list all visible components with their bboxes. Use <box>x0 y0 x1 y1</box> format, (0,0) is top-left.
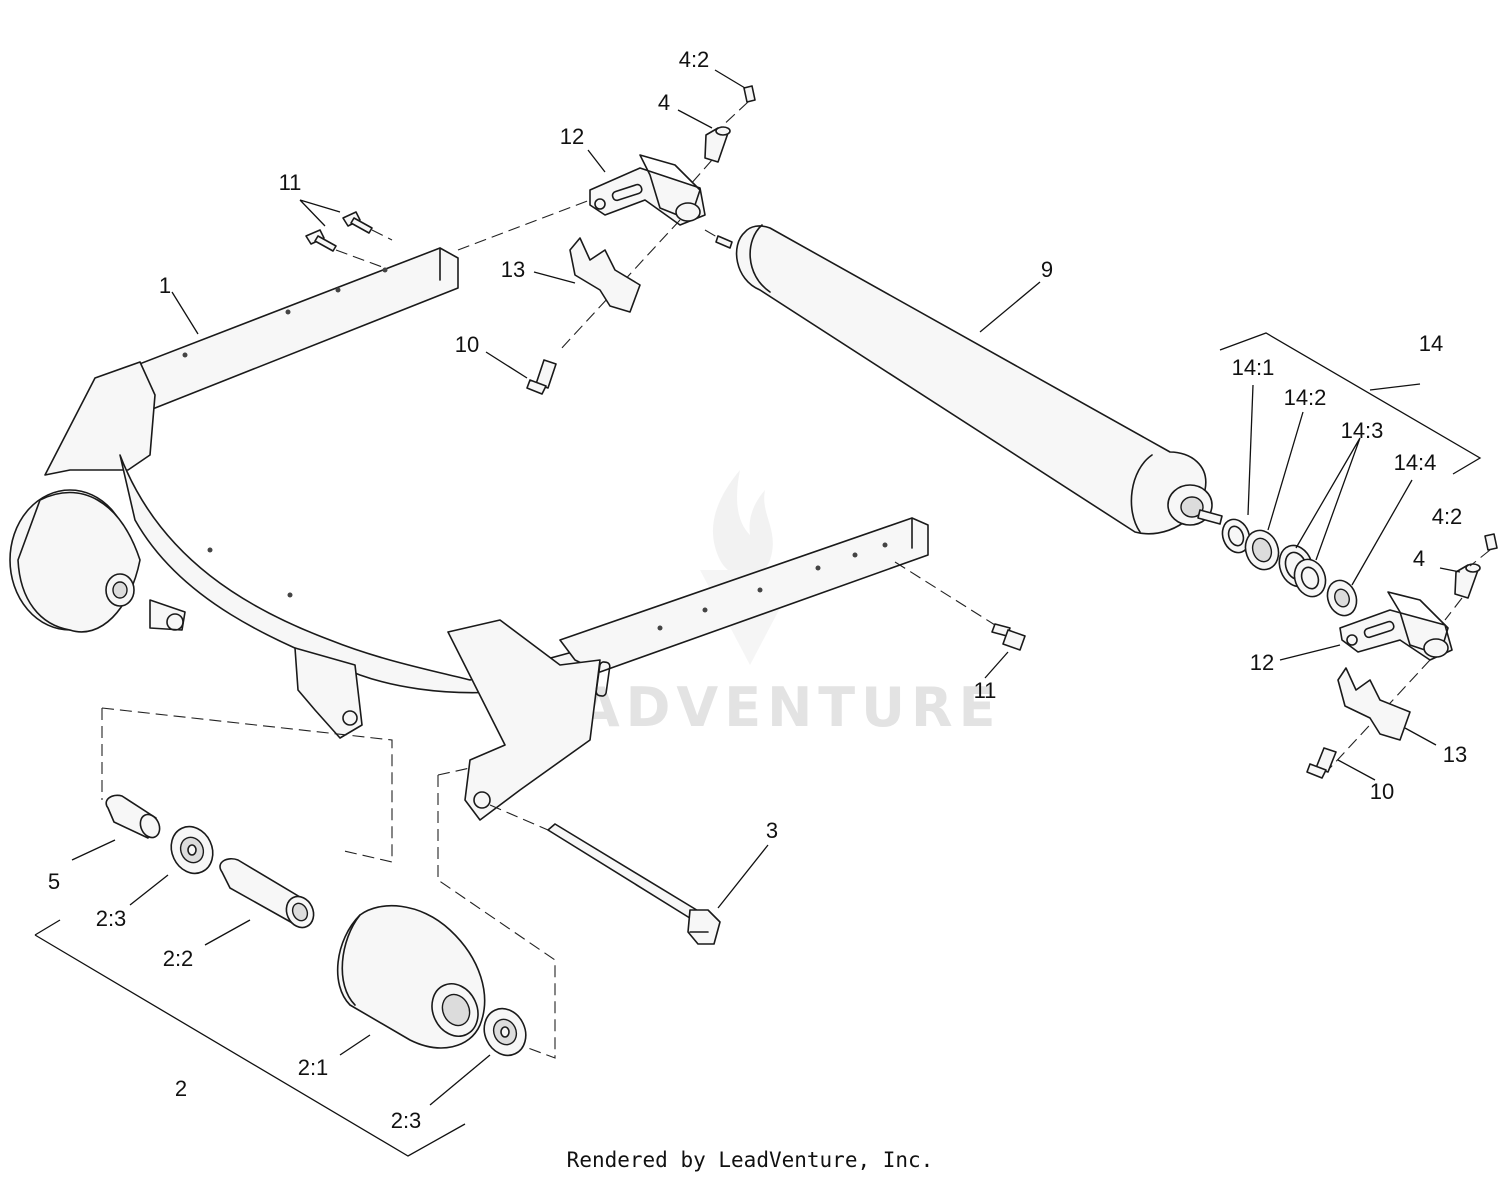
callout-13-upper: 13 <box>501 257 525 282</box>
callout-2-2: 2:2 <box>163 946 194 971</box>
left-roller-wheel <box>9 489 186 633</box>
callout-2-1: 2:1 <box>298 1055 329 1080</box>
seal-part-14-1 <box>1221 518 1251 554</box>
callout-14-3: 14:3 <box>1341 418 1384 443</box>
group-bracket-2 <box>34 934 466 1157</box>
callout-2: 2 <box>175 1076 187 1101</box>
bolt-part-11-lower <box>894 561 1026 651</box>
callout-14-2: 14:2 <box>1284 385 1327 410</box>
spacer-part-5 <box>105 794 161 839</box>
callout-10-upper: 10 <box>455 332 479 357</box>
callout-4-2-lower: 4:2 <box>1432 504 1463 529</box>
callout-3: 3 <box>766 818 778 843</box>
seal-part-14-3 <box>1278 544 1327 598</box>
callout-14-1: 14:1 <box>1232 355 1275 380</box>
bearing-part-14-2 <box>1244 529 1280 571</box>
leader-lines <box>71 69 1461 1106</box>
frame-part-1 <box>44 247 929 821</box>
nut-part-4-2-lower <box>1484 533 1498 551</box>
axle-bolt-part-3 <box>489 804 721 945</box>
callout-4-2-upper: 4:2 <box>679 47 710 72</box>
bearing-part-2-3-right <box>483 1007 527 1057</box>
callout-12-lower: 12 <box>1250 650 1274 675</box>
bracket-part-12-upper <box>589 154 706 226</box>
spacer-part-4-lower <box>1454 563 1481 599</box>
nut-part-4-2-upper <box>743 85 756 103</box>
bearing-part-2-3-left <box>170 825 214 875</box>
callout-10-lower: 10 <box>1370 779 1394 804</box>
spacer-part-2-2 <box>219 857 315 929</box>
clip-part-13-lower <box>1337 667 1411 741</box>
callout-4-lower: 4 <box>1413 546 1425 571</box>
bolt-part-11-upper <box>305 211 393 269</box>
callout-13-lower: 13 <box>1443 742 1467 767</box>
callout-14: 14 <box>1419 331 1443 356</box>
roller-tube-part-9 <box>704 224 1223 535</box>
callout-11-lower: 11 <box>974 678 997 703</box>
spacer-part-4-upper <box>704 126 731 163</box>
callout-5: 5 <box>48 869 60 894</box>
callout-12-upper: 12 <box>560 124 584 149</box>
callout-2-3-right: 2:3 <box>391 1108 422 1133</box>
wheel-part-2-1 <box>336 905 486 1049</box>
footer-rendered-by: Rendered by LeadVenture, Inc. <box>566 1148 934 1172</box>
seal-part-14-4 <box>1326 579 1358 617</box>
callout-4-upper: 4 <box>658 90 670 115</box>
pin-part-10-lower <box>1306 747 1337 779</box>
callout-11-upper: 11 <box>279 170 302 195</box>
pin-part-10-upper <box>526 359 557 395</box>
callout-9: 9 <box>1041 257 1053 282</box>
bracket-part-12-lower <box>1339 591 1453 661</box>
callout-2-3-left: 2:3 <box>96 906 127 931</box>
callout-1: 1 <box>159 273 171 298</box>
group-bracket-14 <box>1219 332 1482 475</box>
clip-part-13-upper <box>569 237 641 313</box>
callout-14-4: 14:4 <box>1394 450 1437 475</box>
